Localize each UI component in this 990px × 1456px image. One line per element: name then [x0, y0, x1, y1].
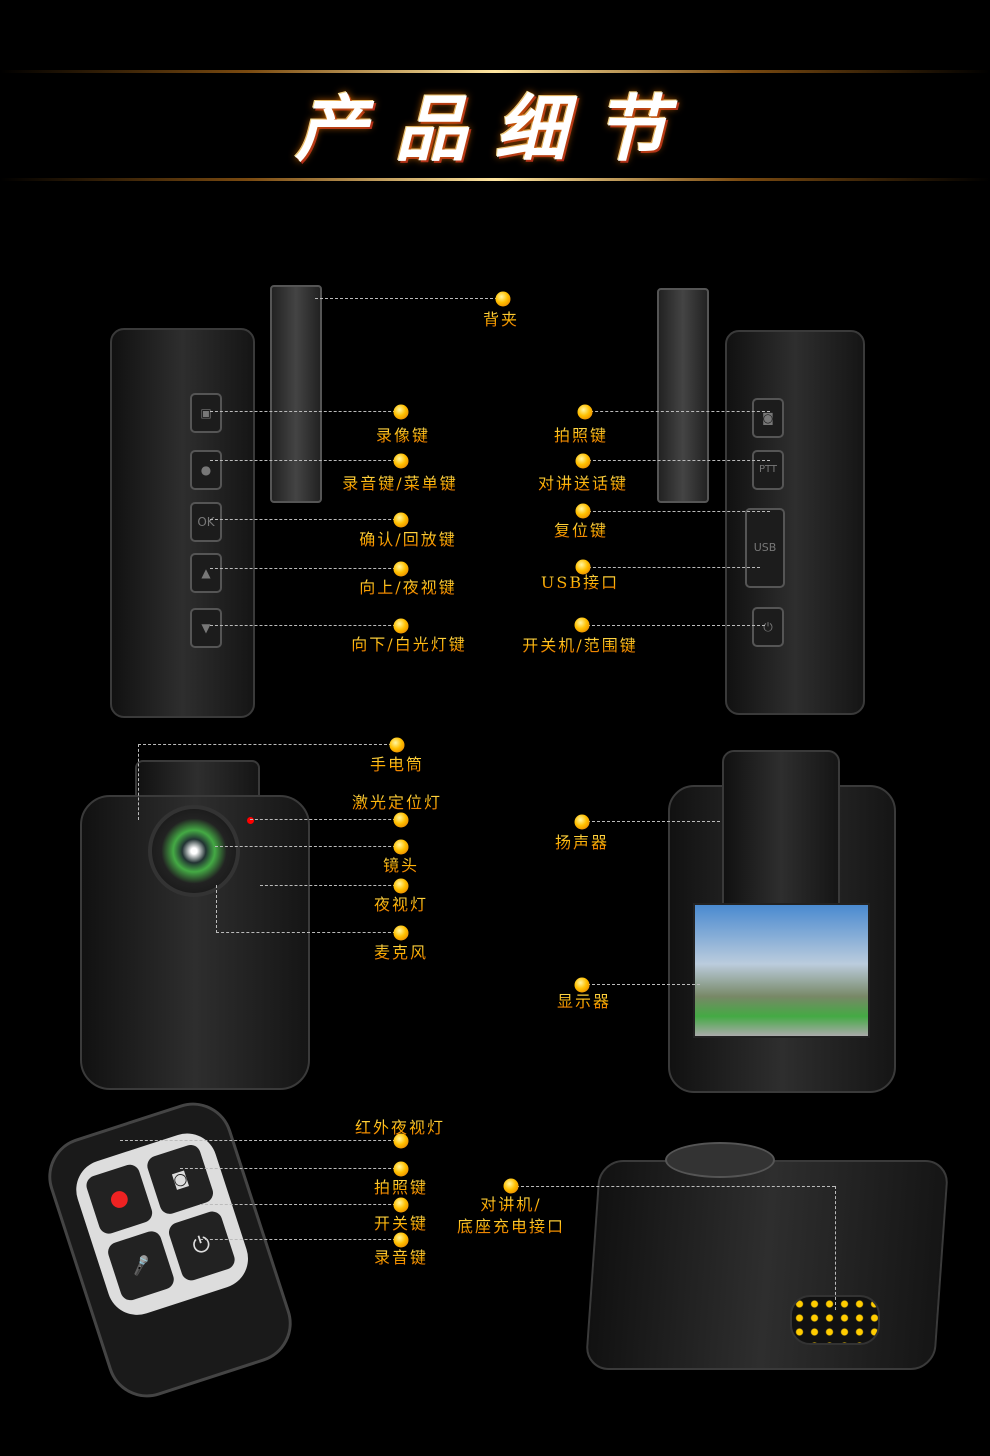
lens-image	[148, 805, 240, 897]
label-display: 显示器	[557, 988, 611, 1012]
leader-line	[835, 1186, 836, 1310]
callout-dot-icon	[393, 453, 409, 469]
title-band-top	[0, 70, 990, 73]
ok-button-image: OK	[190, 502, 222, 542]
callout-dot-icon	[393, 561, 409, 577]
callout-dot-icon	[574, 617, 590, 633]
leader-line	[583, 511, 770, 512]
record-video-button-image: ▣	[190, 393, 222, 433]
callout-dot-icon	[389, 737, 405, 753]
label-up-nightvision-key: 向上/夜视键	[359, 574, 456, 598]
label-back-clip: 背夹	[483, 306, 519, 330]
callout-dot-icon	[393, 925, 409, 941]
label-base-line2: 底座充电接口	[457, 1213, 565, 1237]
leader-line	[216, 932, 401, 933]
label-remote-power-key: 开关键	[374, 1210, 428, 1234]
title-band-bottom	[0, 178, 990, 181]
label-lens: 镜头	[383, 852, 419, 876]
label-usb-port: USB接口	[541, 569, 619, 593]
leader-line	[216, 885, 217, 933]
charging-pins-image	[790, 1295, 880, 1345]
leader-line	[210, 411, 401, 412]
callout-dot-icon	[393, 1133, 409, 1149]
leader-line	[200, 1204, 401, 1205]
callout-dot-icon	[574, 814, 590, 830]
label-base-line1: 对讲机/	[480, 1191, 541, 1215]
callout-dot-icon	[574, 977, 590, 993]
label-ir-night-light: 红外夜视灯	[355, 1114, 445, 1138]
callout-dot-icon	[393, 839, 409, 855]
leader-line	[210, 460, 401, 461]
callout-dot-icon	[503, 1178, 519, 1194]
label-remote-record-audio-key: 录音键	[374, 1244, 428, 1268]
page-title: 产品细节	[294, 86, 695, 171]
leader-line	[582, 821, 720, 822]
callout-dot-icon	[577, 404, 593, 420]
power-button-image: ⏻	[752, 607, 784, 647]
label-record-video-key: 录像键	[376, 422, 430, 446]
leader-line	[138, 744, 139, 820]
leader-line	[250, 819, 401, 820]
label-speaker: 扬声器	[555, 829, 609, 853]
label-photo-key: 拍照键	[554, 422, 608, 446]
callout-dot-icon	[575, 503, 591, 519]
callout-dot-icon	[393, 1232, 409, 1248]
callout-dot-icon	[393, 1161, 409, 1177]
label-remote-photo-key: 拍照键	[374, 1174, 428, 1198]
leader-line	[138, 744, 397, 745]
label-night-vision-light: 夜视灯	[374, 891, 428, 915]
callout-dot-icon	[393, 404, 409, 420]
leader-line	[582, 625, 765, 626]
callout-dot-icon	[393, 1197, 409, 1213]
callout-dot-icon	[393, 512, 409, 528]
label-flashlight: 手电筒	[370, 751, 424, 775]
callout-dot-icon	[575, 559, 591, 575]
label-laser-locator: 激光定位灯	[352, 789, 442, 813]
callout-dot-icon	[393, 618, 409, 634]
ptt-button-image: PTT	[752, 450, 784, 490]
laser-indicator	[247, 817, 254, 824]
label-record-audio-menu-key: 录音键/菜单键	[342, 470, 457, 494]
callout-dot-icon	[495, 291, 511, 307]
leader-line	[511, 1186, 835, 1187]
leader-line	[210, 625, 401, 626]
leader-line	[583, 460, 770, 461]
leader-line	[180, 1168, 401, 1169]
leader-line	[120, 1140, 401, 1141]
leader-line	[260, 885, 401, 886]
leader-line	[583, 567, 760, 568]
back-clip	[270, 285, 322, 503]
leader-line	[315, 298, 503, 299]
label-microphone: 麦克风	[374, 939, 428, 963]
leader-line	[585, 411, 770, 412]
leader-line	[582, 984, 700, 985]
callout-dot-icon	[393, 812, 409, 828]
leader-line	[200, 1239, 401, 1240]
label-down-whitelight-key: 向下/白光灯键	[351, 631, 466, 655]
up-button-image: ▲	[190, 553, 222, 593]
leader-line	[215, 846, 401, 847]
label-reset-key: 复位键	[554, 517, 608, 541]
usb-port-image: USB	[745, 508, 785, 588]
label-ptt-key: 对讲送话键	[538, 470, 628, 494]
mic-button-image: ●	[190, 450, 222, 490]
callout-dot-icon	[575, 453, 591, 469]
label-power-range-key: 开关机/范围键	[522, 632, 637, 656]
photo-button-image: ◙	[752, 398, 784, 438]
leader-line	[210, 519, 401, 520]
leader-line	[210, 568, 401, 569]
callout-dot-icon	[393, 878, 409, 894]
down-button-image: ▼	[190, 608, 222, 648]
display-screen-image	[693, 903, 870, 1038]
label-confirm-playback-key: 确认/回放键	[359, 526, 456, 550]
